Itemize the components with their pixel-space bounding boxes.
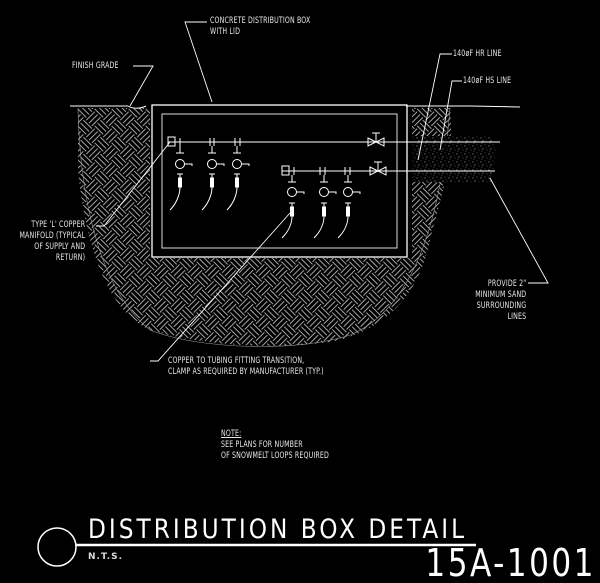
return-manifold <box>281 161 495 176</box>
manifold-label: TYPE 'L' COPPER MANIFOLD (TYPICAL OF SUP… <box>19 220 85 263</box>
loop-2 <box>201 146 225 211</box>
soil-boundary <box>77 107 451 347</box>
hs-line-label: 140øF HS LINE <box>463 76 512 86</box>
concrete-box-label: CONCRETE DISTRIBUTION BOX WITH LID <box>210 16 311 37</box>
loop-1 <box>169 146 193 211</box>
note-heading: NOTE: <box>221 429 242 439</box>
detail-bubble <box>37 527 77 567</box>
leader-lines <box>96 21 549 362</box>
concrete-box-outer <box>151 104 408 258</box>
finish-grade-label: FINISH GRADE <box>72 61 119 71</box>
loop-3 <box>226 146 250 211</box>
general-note: NOTE: SEE PLANS FOR NUMBER OF SNOWMELT L… <box>221 429 330 461</box>
sheet-number: 15A-1001 <box>425 541 596 583</box>
loop-5 <box>313 175 337 239</box>
soil-hatch <box>78 108 451 346</box>
loop-4 <box>281 175 305 239</box>
loop-6 <box>337 175 361 239</box>
sand-bed <box>412 136 496 182</box>
hr-line-label: 140øF HR LINE <box>453 49 502 59</box>
drawing-title: DISTRIBUTION BOX DETAIL <box>88 514 468 545</box>
transition-label: COPPER TO TUBING FITTING TRANSITION, CLA… <box>168 356 324 377</box>
scale-label: N.T.S. <box>88 552 124 562</box>
return-loops <box>281 175 361 239</box>
supply-manifold <box>167 132 500 147</box>
sand-label: PROVIDE 2" MINIMUM SAND SURROUNDING LINE… <box>474 279 526 322</box>
supply-loops <box>169 146 250 211</box>
concrete-box-inner <box>161 113 398 249</box>
